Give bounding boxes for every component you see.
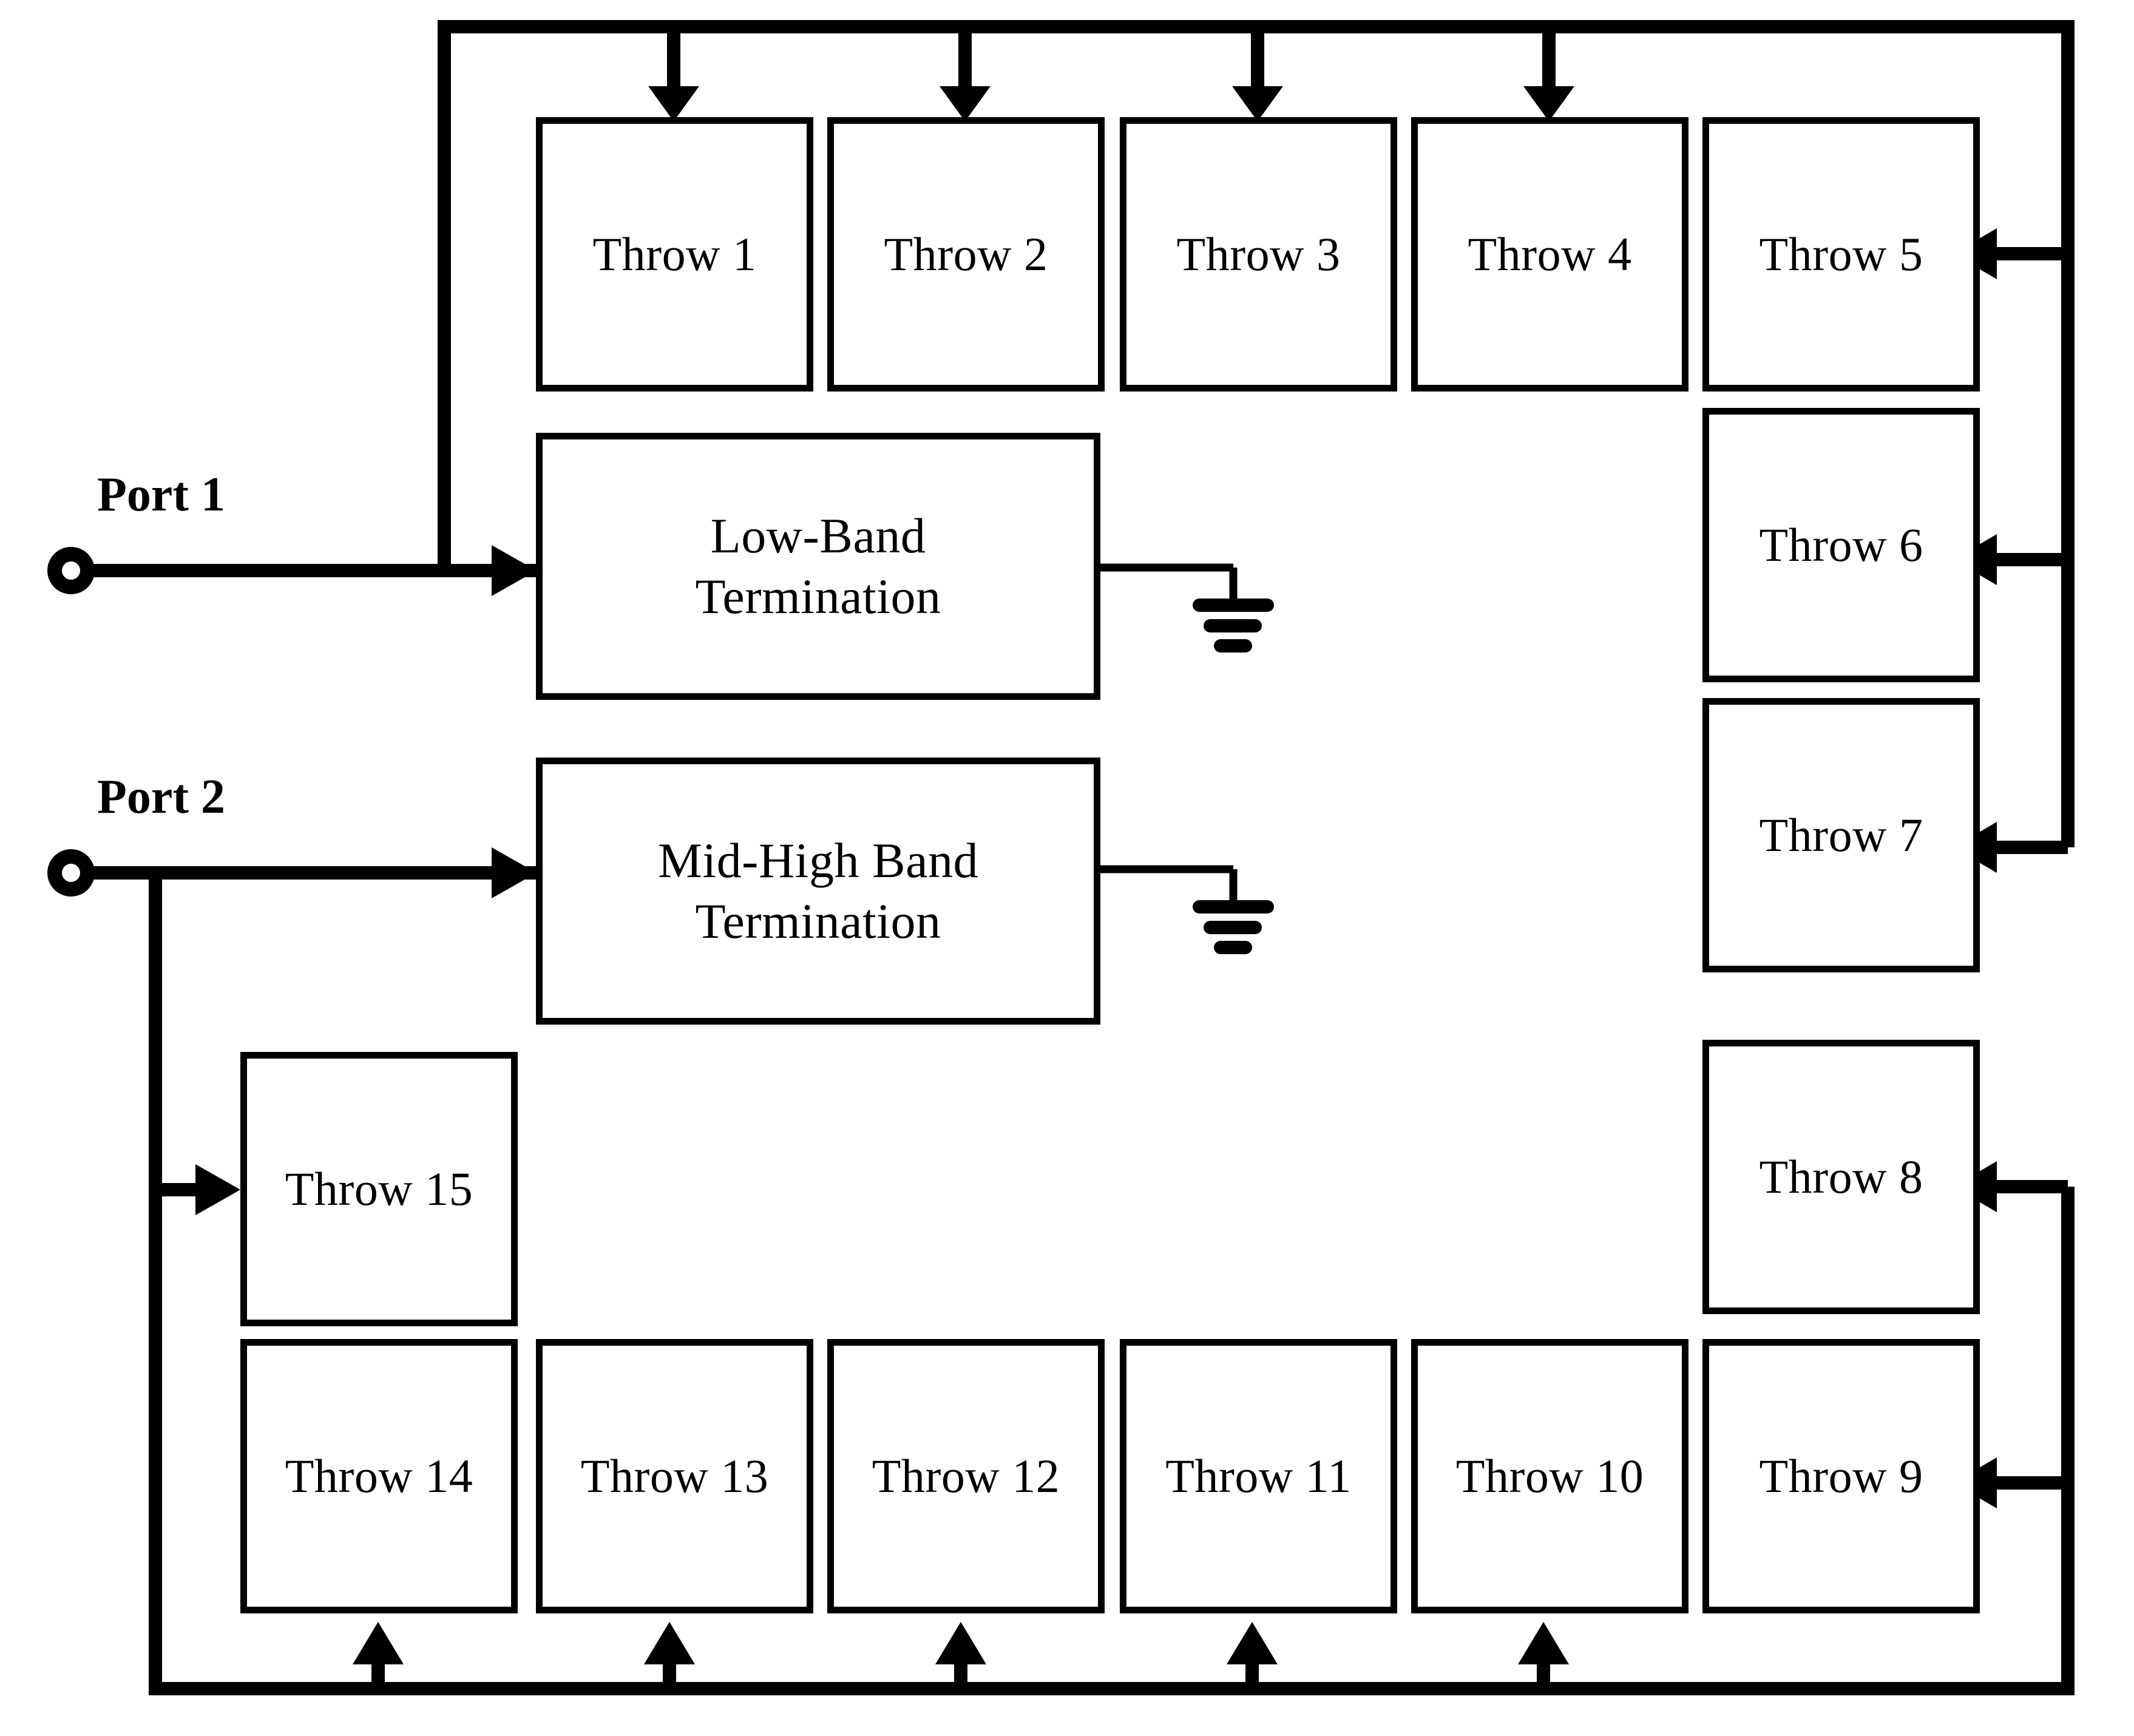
block-throw-5[interactable]: Throw 5 xyxy=(1702,117,1980,392)
block-throw-10[interactable]: Throw 10 xyxy=(1411,1339,1689,1613)
ground-low-band xyxy=(1100,563,1274,653)
block-throw-6[interactable]: Throw 6 xyxy=(1702,408,1980,682)
top-row-feed-arrows xyxy=(648,27,1574,121)
block-throw-7[interactable]: Throw 7 xyxy=(1702,698,1980,972)
arrow-to-throw-14 xyxy=(353,1622,404,1689)
port2-label: Port 2 xyxy=(97,770,226,824)
port1-terminal[interactable] xyxy=(47,547,95,594)
arrow-to-throw-2 xyxy=(940,27,991,121)
block-throw-8[interactable]: Throw 8 xyxy=(1702,1040,1980,1314)
arrow-to-low-band-termination xyxy=(492,545,537,596)
arrow-to-mid-high-band-termination xyxy=(492,847,537,898)
arrow-to-throw-10 xyxy=(1518,1622,1569,1689)
block-throw-3[interactable]: Throw 3 xyxy=(1120,117,1397,392)
port1-label: Port 1 xyxy=(97,468,226,521)
arrow-to-throw-15 xyxy=(155,1164,240,1215)
block-throw-12[interactable]: Throw 12 xyxy=(827,1339,1105,1613)
bottom-row-feed-arrows xyxy=(353,1622,1569,1689)
mid-high-band-termination-line2: Termination xyxy=(695,893,941,949)
block-throw-9[interactable]: Throw 9 xyxy=(1702,1339,1980,1613)
arrow-to-throw-1 xyxy=(648,27,699,121)
arrow-to-throw-12 xyxy=(935,1622,986,1689)
block-throw-1[interactable]: Throw 1 xyxy=(536,117,813,392)
low-band-termination-line2: Termination xyxy=(695,569,941,624)
arrow-to-throw-3 xyxy=(1232,27,1283,121)
port2-terminal[interactable] xyxy=(47,849,95,897)
block-low-band-termination[interactable]: Low-Band Termination xyxy=(536,433,1100,700)
arrow-to-throw-11 xyxy=(1227,1622,1278,1689)
low-band-termination-line1: Low-Band xyxy=(710,507,926,563)
block-throw-15[interactable]: Throw 15 xyxy=(240,1052,518,1326)
ground-mid-high-band xyxy=(1100,865,1274,954)
arrow-to-throw-4 xyxy=(1523,27,1574,121)
block-throw-13[interactable]: Throw 13 xyxy=(536,1339,813,1613)
block-throw-4[interactable]: Throw 4 xyxy=(1411,117,1689,392)
arrow-to-throw-13 xyxy=(644,1622,695,1689)
block-throw-11[interactable]: Throw 11 xyxy=(1120,1339,1397,1613)
block-mid-high-band-termination[interactable]: Mid-High Band Termination xyxy=(536,758,1100,1025)
block-throw-2[interactable]: Throw 2 xyxy=(827,117,1105,392)
mid-high-band-termination-line1: Mid-High Band xyxy=(657,832,979,888)
block-throw-14[interactable]: Throw 14 xyxy=(240,1339,518,1613)
